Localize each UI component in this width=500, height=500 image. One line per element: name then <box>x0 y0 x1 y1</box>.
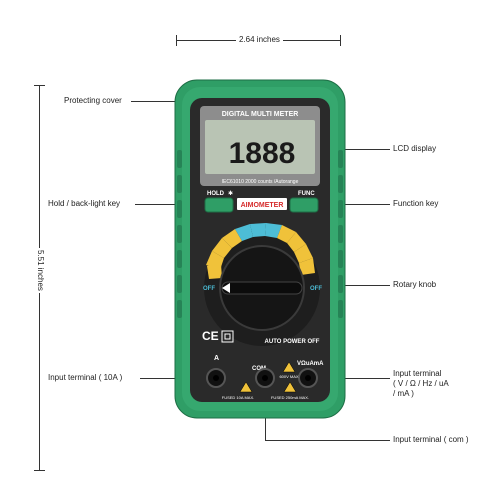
fused-10a-text: FUSED 10A MAX. <box>222 395 254 400</box>
auto-power-off-text: AUTO POWER OFF <box>265 339 320 345</box>
rotary-knob-pointer <box>221 281 303 295</box>
warning-icon-left <box>239 381 253 393</box>
max-voltage-text: 600V MAX <box>279 374 298 379</box>
callout-input-terminal-10a: Input terminal ( 10A ) <box>48 373 123 382</box>
side-grip-left <box>177 150 182 318</box>
terminal-a-label: A <box>214 355 219 362</box>
input-terminal-v-socket <box>305 375 311 381</box>
height-dimension-tick-top <box>34 85 45 86</box>
callout-input-terminal-v-line1: Input terminal <box>393 369 442 378</box>
brand-name: AIMOMETER <box>241 202 284 209</box>
leader-protecting-cover <box>131 101 185 102</box>
warning-icon-right <box>283 381 297 393</box>
dial-off-left: OFF <box>203 286 215 292</box>
ce-mark: CE <box>202 329 219 343</box>
leader-hold-backlight-key <box>135 204 210 205</box>
double-insulation-icon-inner <box>224 333 231 340</box>
callout-input-terminal-v-line2: ( V / Ω / Hz / uA <box>393 379 449 388</box>
callout-lcd-display: LCD display <box>393 144 437 153</box>
leader-rotary-knob <box>302 285 390 286</box>
callout-input-terminal-com: Input terminal ( com ) <box>393 435 469 444</box>
lcd-screen <box>205 120 315 174</box>
width-dimension-tick-left <box>176 35 177 46</box>
backlight-icon: ✱ <box>228 190 233 197</box>
input-terminal-com-socket <box>262 375 268 381</box>
lcd-footer-text: IEC61010 2000 counts /Autorange <box>222 179 299 185</box>
brand-plate <box>237 198 287 210</box>
width-dimension-label: 2.64 inches <box>236 35 283 45</box>
lcd-header-text: DIGITAL MULTI METER <box>222 111 299 118</box>
hold-label: HOLD <box>207 191 225 197</box>
function-button[interactable] <box>289 197 319 213</box>
width-dimension-tick-right <box>340 35 341 46</box>
func-label: FUNC <box>298 191 315 197</box>
callout-hold-backlight-key: Hold / back-light key <box>48 199 121 208</box>
dial-segments <box>206 223 315 279</box>
leader-input-terminal-10a <box>140 378 208 379</box>
callout-protecting-cover: Protecting cover <box>64 96 122 105</box>
leader-function-key <box>317 204 390 205</box>
leader-input-terminal-v <box>315 378 390 379</box>
height-dimension-tick-bottom <box>34 470 45 471</box>
rotary-knob-arrow-icon <box>222 283 230 293</box>
callout-input-terminal-v-line3: / mA ) <box>393 389 414 398</box>
dial-off-right: OFF <box>310 286 322 292</box>
leader-input-terminal-com-horizontal <box>265 440 390 441</box>
warning-icon-middle <box>282 361 296 373</box>
double-insulation-icon <box>221 330 234 343</box>
callout-rotary-knob: Rotary knob <box>393 280 437 289</box>
callout-function-key: Function key <box>393 199 439 208</box>
terminal-v-label: VΩuAmA <box>297 361 324 367</box>
terminal-com-label: COM <box>252 366 266 372</box>
lcd-reading: 1888 <box>229 137 296 170</box>
input-terminal-10a-socket <box>213 375 219 381</box>
fused-ma-text: FUSED 250mA MAX. <box>271 395 309 400</box>
side-grip-right <box>338 150 343 318</box>
hold-backlight-button[interactable] <box>204 197 234 213</box>
